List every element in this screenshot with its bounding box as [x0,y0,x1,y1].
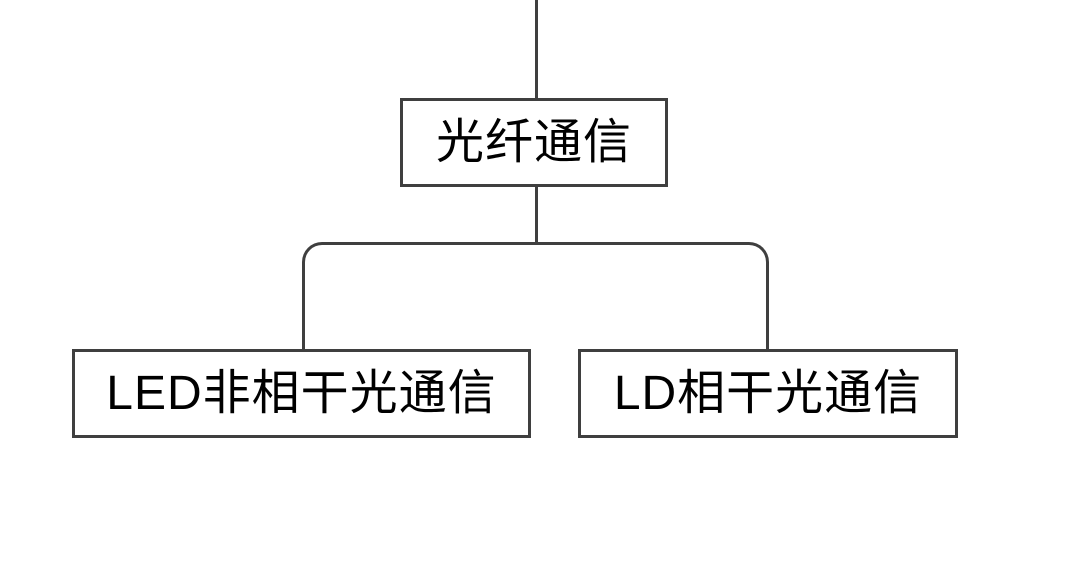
node-label: LD相干光通信 [613,366,923,420]
node-ld-coherent-optical-communication: LD相干光通信 [578,349,958,438]
root-to-branch-connector-line [535,185,538,244]
root-incoming-connector-line [535,0,538,100]
branch-bracket-connector [302,242,769,349]
node-optical-fiber-communication: 光纤通信 [400,98,668,187]
node-label: LED非相干光通信 [106,366,497,420]
node-label: 光纤通信 [435,115,632,169]
node-led-incoherent-optical-communication: LED非相干光通信 [72,349,531,438]
